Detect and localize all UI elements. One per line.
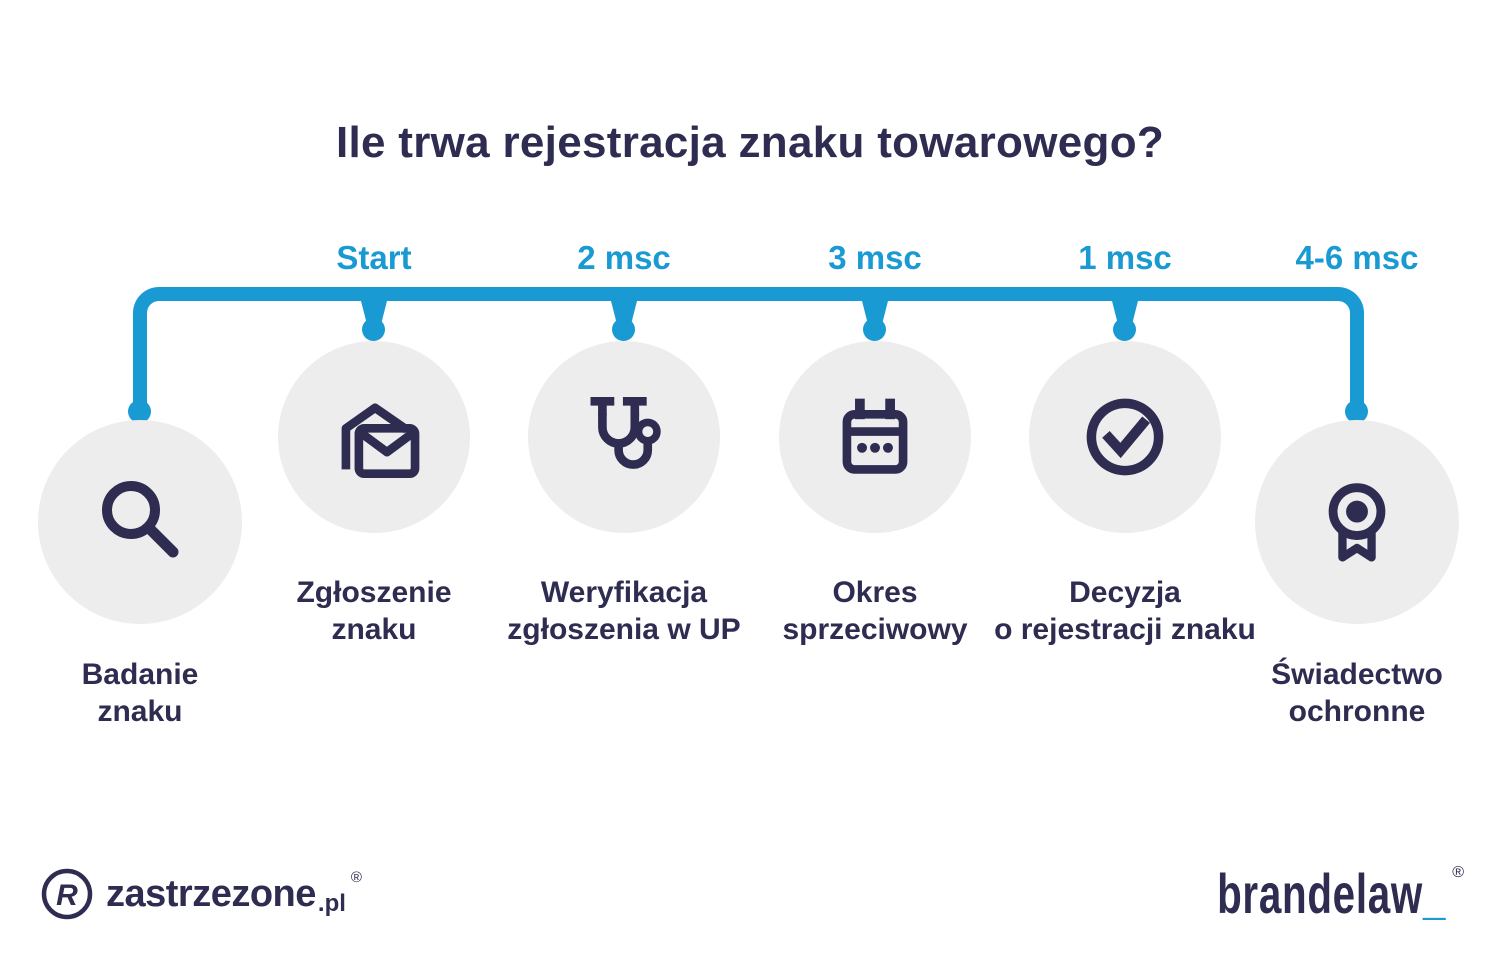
stage-label-zgloszenie-znaku: Zgłoszenie znaku [296,576,452,646]
zastrzezone-r-monogram-icon: R [41,868,93,920]
timeline-node-dot [863,318,886,341]
stage-label-decyzja: Decyzja o rejestracji znaku [994,576,1256,646]
stage-balloon-decyzja [1029,341,1221,533]
duration-label-2msc: 2 msc [577,239,671,276]
duration-label-1msc: 1 msc [1078,239,1172,276]
stethoscope-icon [590,397,661,469]
magnifier-icon [102,481,179,558]
zastrzezone-tld: .pl [317,890,346,917]
timeline-node-dot [362,318,385,341]
registered-trademark-symbol: ® [1452,864,1464,881]
brandelaw-logo: brandelaw_ ® [1128,862,1464,925]
stage-balloon-weryfikacja [528,341,720,533]
duration-label-3msc: 3 msc [828,239,922,276]
stage-balloon-okres-sprzeciwowy [779,341,971,533]
timeline-node-dot [612,318,635,341]
brandelaw-underscore: _ [1423,862,1447,925]
registered-trademark-symbol: ® [350,868,362,886]
timeline-node-dot [1345,400,1368,423]
timeline-node-dot [128,400,151,423]
brandelaw-wordmark: brandelaw_ [1217,862,1447,925]
page-title: Ile trwa rejestracja znaku towarowego? [335,118,1165,167]
zastrzezone-logo: R zastrzezone.pl ® [40,864,362,924]
stage-label-weryfikacja: Weryfikacja zgłoszenia w UP [507,576,741,646]
timeline-node-dot [1113,318,1136,341]
stage-label-swiadectwo: Świadectwo ochronne [1271,658,1443,728]
check-circle-icon [1086,398,1164,476]
stage-label-okres-sprzeciwowy: Okres sprzeciwowy [782,576,968,646]
stage-balloon-badanie-znaku [38,420,242,624]
svg-text:R: R [56,879,78,912]
timeline-bar [133,287,1364,412]
stage-balloon-zgloszenie-znaku [278,341,470,533]
duration-label-4-6msc: 4-6 msc [1295,239,1419,276]
envelopes-icon [341,403,420,479]
calendar-icon [842,398,908,474]
zastrzezone-wordmark: zastrzezone [106,872,316,915]
duration-label-start: Start [336,239,412,276]
award-ribbon-icon [1328,483,1386,562]
stage-balloon-swiadectwo [1255,420,1459,624]
stage-label-badanie-znaku: Badanie znaku [81,658,199,728]
